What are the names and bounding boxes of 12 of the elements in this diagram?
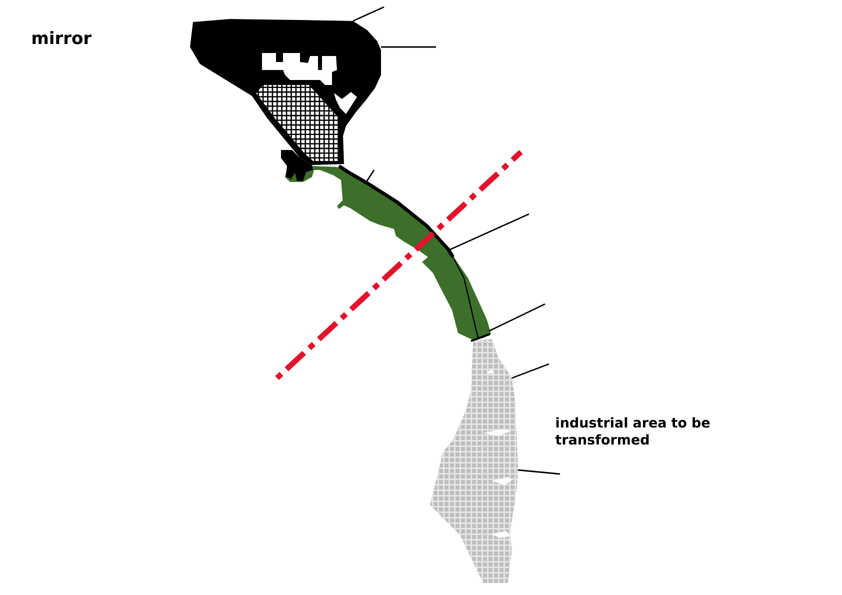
city-area [190, 19, 381, 165]
leader-line [381, 46, 436, 48]
leader-line [448, 213, 530, 251]
leader-line [352, 6, 384, 22]
industrial-area [430, 339, 518, 583]
leader-line [364, 170, 375, 184]
leader-line [512, 363, 550, 379]
title: mirror [32, 31, 92, 44]
park-strip [281, 150, 491, 342]
area-label: industrial area to be transformed [555, 417, 710, 445]
leader-line [488, 303, 546, 332]
leader-line [518, 469, 560, 475]
